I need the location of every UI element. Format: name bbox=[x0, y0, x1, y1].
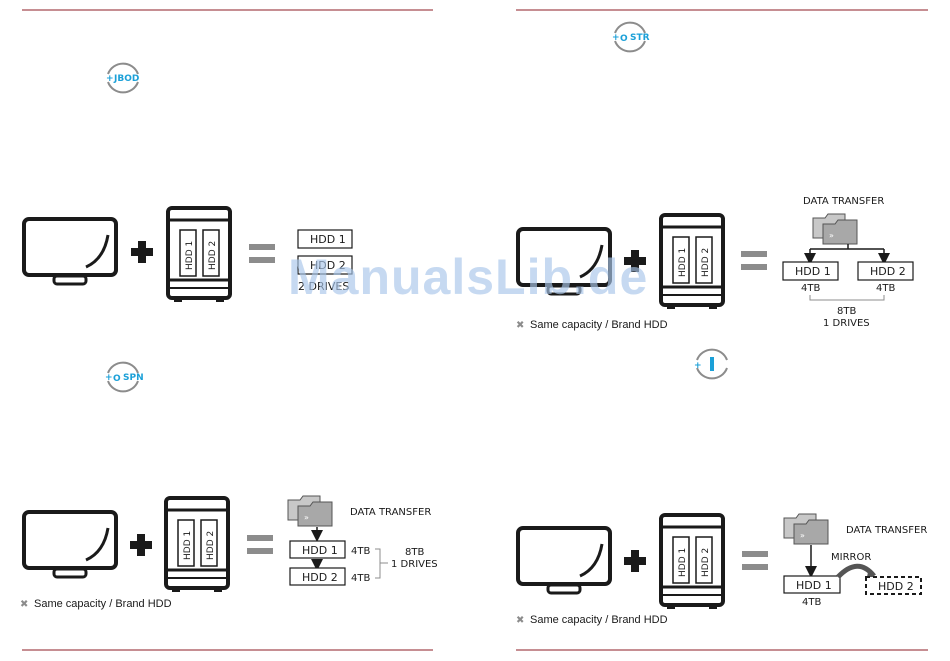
nas-slot-label: HDD 2 bbox=[701, 248, 711, 277]
mirror-label: MIRROR bbox=[831, 552, 871, 563]
svg-text:I: I bbox=[710, 361, 713, 371]
nas-slot-label: HDD 2 bbox=[206, 531, 216, 560]
drives-count-text: 2 DRIVES bbox=[298, 280, 349, 293]
result-drive-label: HDD 1 bbox=[796, 579, 832, 592]
str-badge: + O STR bbox=[612, 21, 650, 53]
requirement-note: Same capacity / Brand HDD bbox=[34, 598, 172, 610]
result-drive-label: HDD 2 bbox=[870, 265, 906, 278]
plus-icon bbox=[624, 550, 646, 572]
watermark-text: ManualsLib.de bbox=[288, 249, 648, 305]
monitor-icon bbox=[516, 526, 612, 595]
plus-icon bbox=[131, 241, 153, 263]
result-drive-label: HDD 1 bbox=[795, 265, 831, 278]
data-transfer-label: DATA TRANSFER bbox=[350, 507, 431, 518]
equals-icon bbox=[249, 244, 275, 263]
nas-slot-label: HDD 1 bbox=[678, 548, 688, 577]
result-drive-label: HDD 1 bbox=[302, 544, 338, 557]
result-drive-label: HDD 1 bbox=[310, 233, 346, 246]
nas-slot-label: HDD 1 bbox=[678, 248, 688, 277]
nas-enclosure-icon bbox=[659, 513, 725, 611]
panel-spn: + O SPN HDD 1 HDD 2 DATA TRANSFER HDD 1 … bbox=[20, 361, 438, 610]
svg-text:+: + bbox=[106, 74, 114, 84]
svg-text:+: + bbox=[105, 373, 113, 383]
monitor-icon bbox=[22, 217, 118, 286]
folder-icon bbox=[287, 495, 333, 527]
mirror-badge: + I bbox=[694, 348, 728, 380]
capacity-label: 4TB bbox=[351, 573, 370, 584]
capacity-label: 4TB bbox=[876, 283, 895, 294]
total-capacity-label: 8TB bbox=[405, 547, 424, 558]
svg-text:SPN: SPN bbox=[123, 373, 144, 383]
svg-text:+: + bbox=[612, 33, 620, 43]
equals-icon bbox=[741, 251, 767, 270]
x-mark-icon: ✖ bbox=[20, 599, 28, 610]
capacity-label: 4TB bbox=[801, 283, 820, 294]
svg-text:JBOD: JBOD bbox=[113, 74, 139, 84]
jbod-badge: + JBOD bbox=[106, 62, 139, 94]
data-transfer-label: DATA TRANSFER bbox=[846, 525, 927, 536]
data-transfer-label: DATA TRANSFER bbox=[803, 196, 884, 207]
drive-count-label: 1 DRIVES bbox=[391, 559, 438, 570]
nas-slot-label: HDD 1 bbox=[183, 531, 193, 560]
drive-count-label: 1 DRIVES bbox=[823, 318, 870, 329]
nas-slot-label: HDD 2 bbox=[701, 548, 711, 577]
svg-text:O: O bbox=[113, 374, 121, 384]
folder-icon bbox=[812, 213, 858, 245]
folder-icon bbox=[783, 513, 829, 545]
requirement-note: Same capacity / Brand HDD bbox=[530, 614, 668, 626]
panel-str: + O STR HDD 1 HDD 2 DATA TRANSFER HDD 1 … bbox=[516, 21, 914, 331]
result-drive-label: HDD 2 bbox=[310, 259, 346, 272]
panel-mirror: + I HDD 1 HDD 2 DATA TRANSFER MIRROR HDD… bbox=[516, 348, 927, 626]
nas-enclosure-icon bbox=[166, 206, 232, 304]
nas-enclosure-icon bbox=[659, 213, 725, 311]
nas-slot-label: HDD 2 bbox=[208, 241, 218, 270]
monitor-icon bbox=[22, 510, 118, 579]
spn-badge: + O SPN bbox=[105, 361, 144, 393]
mirror-arrow-icon bbox=[836, 563, 876, 579]
nas-slot-label: HDD 1 bbox=[185, 241, 195, 270]
svg-text:+: + bbox=[694, 361, 702, 371]
nas-enclosure-icon bbox=[164, 496, 230, 594]
capacity-label: 4TB bbox=[802, 597, 821, 608]
equals-icon bbox=[742, 551, 768, 570]
capacity-label: 4TB bbox=[351, 546, 370, 557]
requirement-note: Same capacity / Brand HDD bbox=[530, 319, 668, 331]
total-capacity-label: 8TB bbox=[837, 306, 856, 317]
equals-icon bbox=[247, 535, 273, 554]
result-drive-label: HDD 2 bbox=[302, 571, 338, 584]
plus-icon bbox=[130, 534, 152, 556]
svg-text:O: O bbox=[620, 34, 628, 44]
panel-jbod: + JBOD HDD 1 HDD 2 HDD 1 HDD 2 2 DRIVES bbox=[22, 62, 353, 304]
x-mark-icon: ✖ bbox=[516, 615, 524, 626]
x-mark-icon: ✖ bbox=[516, 320, 524, 331]
svg-text:STR: STR bbox=[630, 33, 650, 43]
mirrored-drive-label: HDD 2 bbox=[878, 580, 914, 593]
